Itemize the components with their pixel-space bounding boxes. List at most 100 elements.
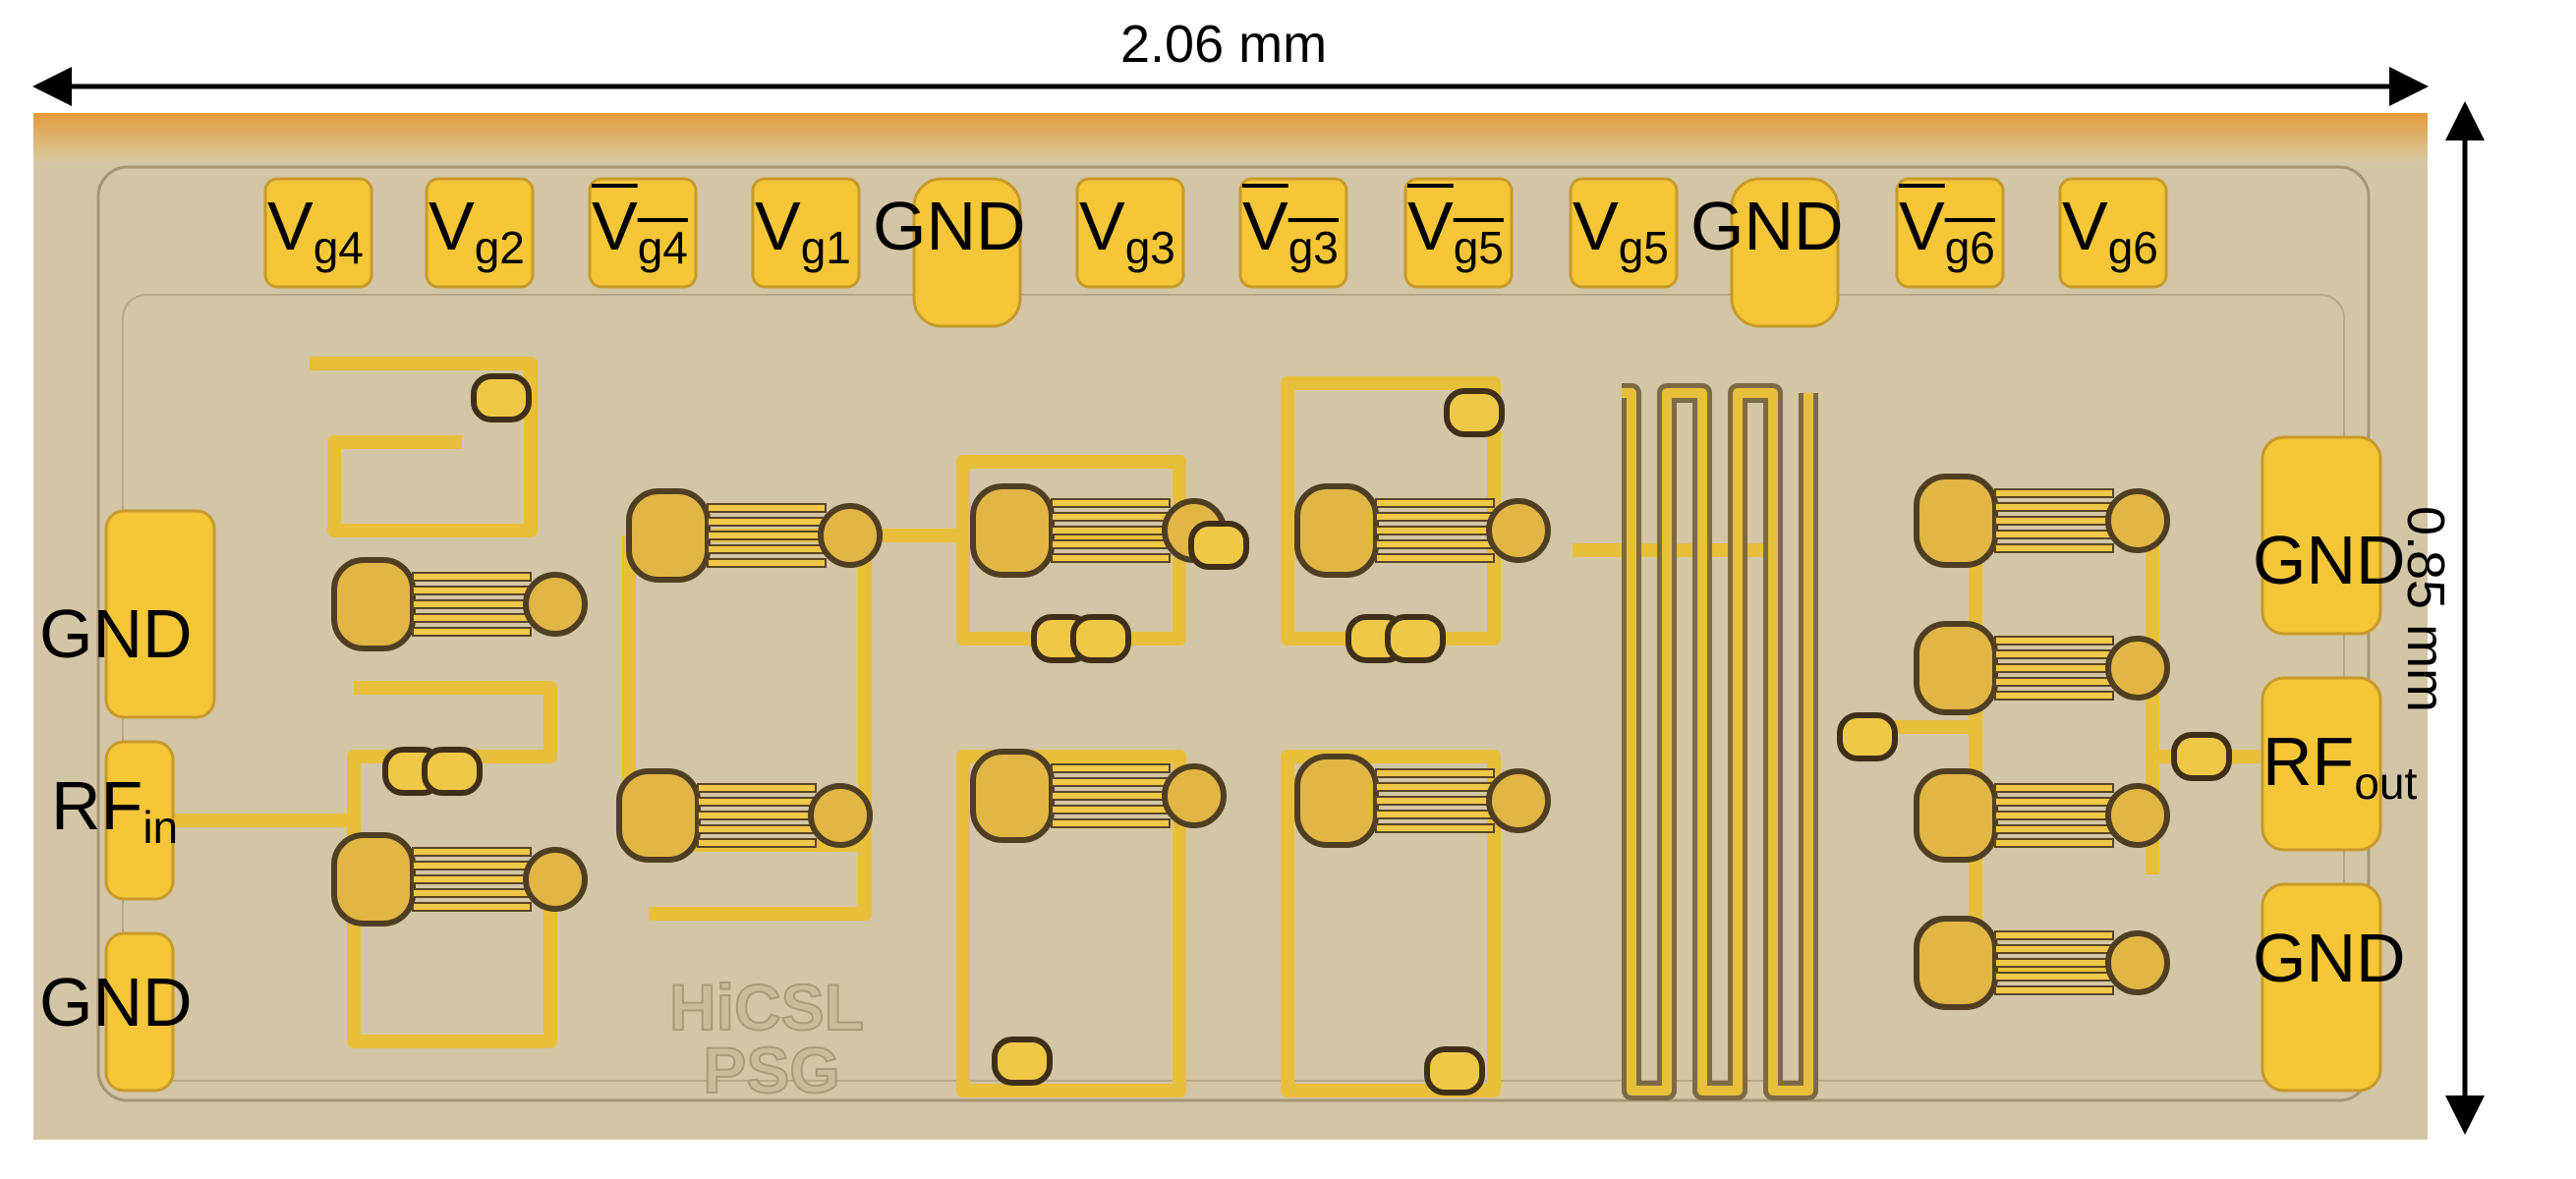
top-pad-vg5 — [1569, 177, 1679, 289]
rf-in-label: RFin — [51, 771, 178, 850]
top-pad-label-main: V — [592, 188, 638, 264]
top-pad-label-sub: g2 — [474, 222, 525, 273]
top-pad-vg6 — [2058, 177, 2168, 289]
top-pad-label-main: V — [1242, 188, 1288, 264]
rf-in-sub: in — [143, 802, 179, 853]
die-marking-line1: HiCSL — [669, 971, 864, 1043]
right-pad-2 — [2261, 882, 2382, 1093]
capacitor-2 — [1444, 388, 1505, 437]
capacitor-0 — [471, 373, 532, 422]
top-pad-label-sub: g1 — [800, 222, 851, 273]
die-inner-ring — [96, 165, 2371, 1102]
transistor-cell-10 — [1914, 768, 2170, 863]
capacitor-10 — [1070, 614, 1131, 663]
right-pad-1 — [2261, 676, 2382, 852]
top-pad-label-vg4-bar: Vg4 — [592, 192, 688, 270]
capacitor-6 — [1837, 712, 1898, 761]
transistor-cell-6 — [1294, 483, 1551, 578]
transistor-cell-2 — [626, 488, 883, 583]
top-pad-vg5-bar — [1403, 177, 1514, 289]
capacitor-3 — [992, 1037, 1053, 1086]
top-pad-label-vg6: Vg6 — [2062, 192, 2158, 270]
top-pad-label-vg5-bar: Vg5 — [1407, 192, 1504, 270]
top-pad-label-main: GND — [873, 188, 1026, 264]
left-pad-0 — [104, 509, 216, 719]
rf-out-main: RF — [2262, 723, 2355, 800]
rf-in-main: RF — [51, 767, 143, 844]
overline-group: Vg6 — [1899, 188, 1995, 270]
top-pad-label-sub: g6 — [1944, 222, 1995, 273]
transistor-cell-9 — [1914, 621, 2170, 715]
top-pad-label-sub: g5 — [1618, 222, 1669, 273]
top-pad-vg6-bar — [1895, 177, 2005, 289]
top-pad-label-vg6-bar: Vg6 — [1899, 192, 1995, 270]
top-pad-label-sub: g5 — [1453, 222, 1504, 273]
top-pad-label-main: V — [1899, 188, 1945, 264]
top-pad-label-gnd-top-1: GND — [873, 192, 1026, 260]
left-pad-2 — [104, 931, 175, 1093]
top-pad-label-main: V — [429, 188, 475, 264]
capacitor-8 — [422, 747, 483, 796]
top-pad-label-sub: g3 — [1288, 222, 1339, 273]
capacitor-1 — [1188, 521, 1249, 570]
die-marking-line2: PSG — [703, 1034, 839, 1106]
top-pad-label-sub: g6 — [2107, 222, 2158, 273]
top-pad-vg4-bar — [588, 177, 698, 289]
trace-8 — [956, 750, 1186, 1097]
top-pad-label-vg2: Vg2 — [429, 192, 525, 270]
top-pad-gnd-top-1 — [912, 177, 1022, 328]
right-gnd-top-label: GND — [2253, 522, 2406, 598]
capacitor-4 — [1424, 1046, 1485, 1095]
trace-1 — [310, 357, 538, 537]
right-gnd-bottom-label: GND — [2253, 920, 2406, 996]
top-pad-gnd-top-2 — [1730, 177, 1840, 328]
transistor-cell-1 — [331, 832, 588, 926]
transistor-cell-7 — [1294, 754, 1551, 848]
top-pad-vg1 — [751, 177, 861, 289]
top-pad-label-vg1: Vg1 — [755, 192, 851, 270]
transistor-cell-3 — [616, 768, 873, 863]
top-pad-label-vg3-bar: Vg3 — [1242, 192, 1339, 270]
left-gnd-top-label: GND — [39, 595, 193, 672]
top-pad-vg3-bar — [1238, 177, 1348, 289]
transistor-cell-4 — [970, 483, 1227, 578]
trace-10 — [1281, 750, 1501, 1097]
top-pad-vg4 — [263, 177, 373, 289]
top-pad-label-vg3: Vg3 — [1079, 192, 1175, 270]
overline-group: Vg5 — [1407, 188, 1504, 270]
capacitor-12 — [1385, 614, 1446, 663]
left-pad-1 — [104, 740, 175, 901]
rf-out-label: RFout — [2262, 727, 2417, 806]
top-pad-label-main: V — [267, 188, 314, 264]
top-pad-label-sub: g4 — [637, 222, 688, 273]
top-pad-label-main: V — [1573, 188, 1619, 264]
transistor-cell-0 — [331, 557, 588, 651]
top-pad-label-vg5: Vg5 — [1573, 192, 1669, 270]
transistor-cell-8 — [1914, 474, 2170, 568]
die-top-edge — [33, 113, 2428, 162]
right-pad-0 — [2261, 435, 2382, 636]
left-gnd-bottom-label: GND — [39, 964, 193, 1040]
overline-group: Vg4 — [592, 188, 688, 270]
top-pad-vg3 — [1075, 177, 1185, 289]
transistor-cell-11 — [1914, 916, 2170, 1010]
width-dimension-label: 2.06 mm — [1120, 15, 1328, 74]
top-pad-label-main: V — [1407, 188, 1454, 264]
trace-9 — [1281, 376, 1501, 646]
rf-out-sub: out — [2354, 758, 2418, 809]
top-pad-label-main: V — [1079, 188, 1125, 264]
capacitor-5 — [2171, 732, 2232, 781]
transistor-cells — [331, 373, 2232, 1095]
top-pad-label-main: GND — [1690, 188, 1844, 264]
top-pad-label-sub: g4 — [313, 222, 364, 273]
top-pad-label-main: V — [755, 188, 801, 264]
top-pad-label-main: V — [2062, 188, 2108, 264]
transistor-cell-5 — [970, 749, 1227, 843]
overline-group: Vg3 — [1242, 188, 1339, 270]
bond-pads — [104, 177, 2382, 1093]
top-pad-vg2 — [425, 177, 535, 289]
meander-line — [1622, 388, 1813, 1095]
top-pad-label-gnd-top-2: GND — [1690, 192, 1844, 260]
